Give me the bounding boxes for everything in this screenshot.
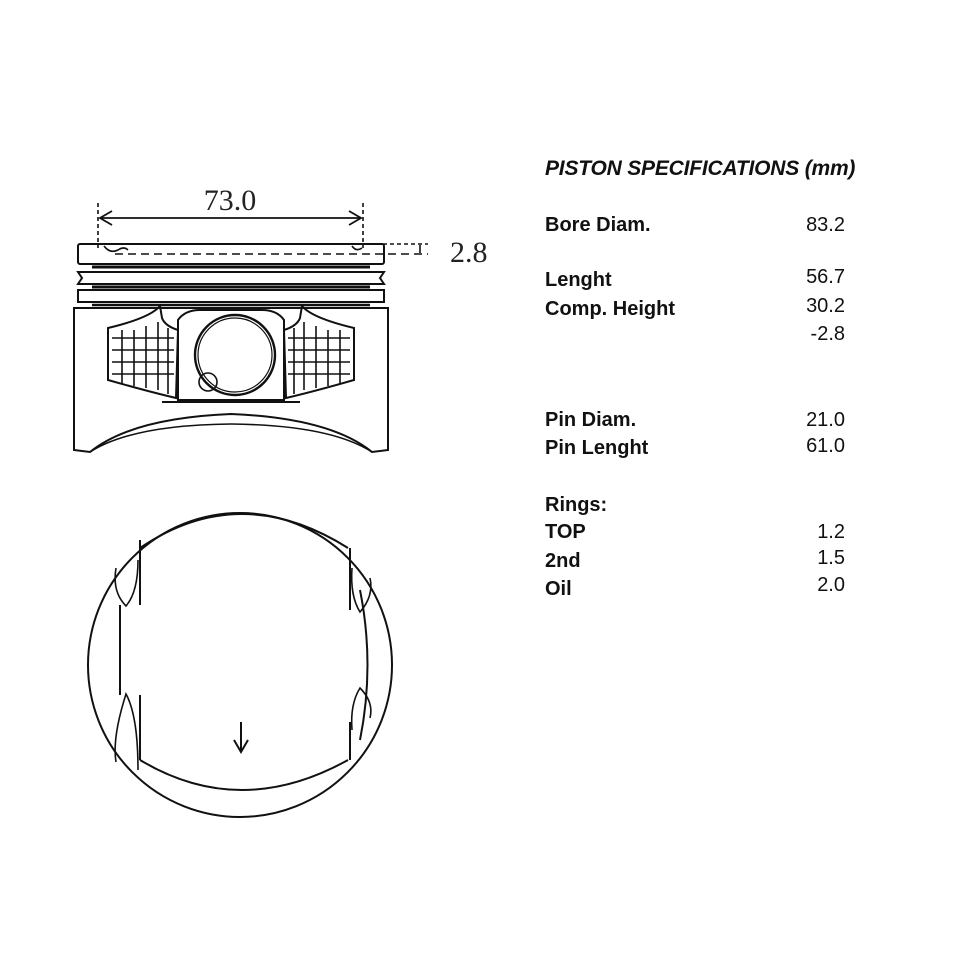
spec-label: Rings:: [545, 494, 608, 516]
spec-label: Bore Diam.: [545, 214, 651, 236]
spec-value: -2.8: [810, 323, 845, 345]
spec-row-dome-offset: -2.8: [545, 323, 845, 351]
piston-side-view: 73.0 2.8: [73, 184, 488, 454]
spec-value: 2.0: [817, 574, 845, 596]
spec-value: 83.2: [806, 214, 845, 236]
spec-label: Oil: [545, 578, 572, 600]
spec-label: Pin Lenght: [545, 437, 649, 459]
spec-value: 61.0: [806, 435, 845, 457]
spec-row-pin-diam: Pin Diam. 21.0: [545, 409, 845, 437]
spec-value: 21.0: [806, 409, 845, 431]
spec-row-ring-top: TOP 1.2: [545, 521, 845, 549]
spec-row-bore-diam: Bore Diam. 83.2: [545, 214, 845, 242]
piston-top-view: [87, 512, 393, 818]
spec-value: 1.2: [817, 521, 845, 543]
spec-label: 2nd: [545, 550, 581, 572]
spec-title: PISTON SPECIFICATIONS (mm): [545, 157, 856, 180]
spec-value: 1.5: [817, 547, 845, 569]
spec-row-comp-height: Comp. Height 30.2: [545, 295, 845, 326]
dome-depth-dimension: 2.8: [115, 236, 488, 269]
width-dimension: 73.0: [97, 184, 364, 248]
spec-label: Pin Diam.: [545, 409, 637, 431]
dome-depth-label: 2.8: [450, 236, 488, 269]
right-rib-grid: [288, 322, 350, 394]
spec-row-rings-header: Rings:: [545, 494, 845, 522]
spec-row-ring-oil: Oil 2.0: [545, 574, 845, 606]
down-arrow-icon: [233, 722, 249, 754]
spec-row-pin-length: Pin Lenght 61.0: [545, 435, 845, 465]
spec-value: 56.7: [806, 266, 845, 288]
left-rib-grid: [112, 322, 174, 394]
spec-label: Lenght: [545, 269, 612, 291]
spec-label: Comp. Height: [545, 298, 675, 320]
spec-row-ring-2nd: 2nd 1.5: [545, 547, 845, 578]
spec-value: 30.2: [806, 295, 845, 317]
spec-label: TOP: [545, 521, 586, 543]
width-dimension-label: 73.0: [204, 184, 257, 217]
spec-row-length: Lenght 56.7: [545, 266, 845, 297]
